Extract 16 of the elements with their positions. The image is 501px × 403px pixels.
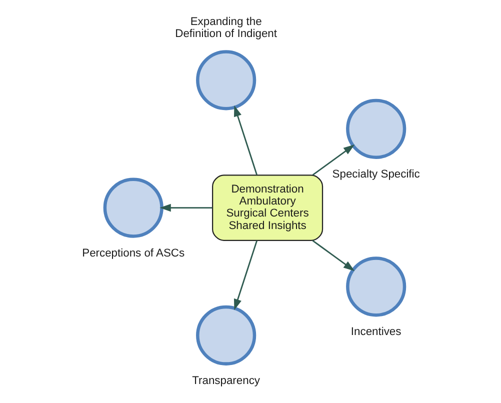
node-circle xyxy=(196,50,256,110)
node-label: Transparency xyxy=(192,374,260,387)
node-circle xyxy=(196,305,256,366)
arrow xyxy=(312,240,354,272)
node-circle xyxy=(346,256,406,317)
arrow xyxy=(233,240,258,310)
node-box: Demonstration Ambulatory Surgical Centers Shared Insights xyxy=(212,174,323,241)
node-circle xyxy=(346,98,406,159)
node-circle xyxy=(102,178,163,238)
node-label: Perceptions of ASCs xyxy=(82,247,184,260)
arrow xyxy=(233,105,258,176)
node-label: Incentives xyxy=(350,326,401,338)
arrow xyxy=(159,204,212,212)
node-label: Specialty Specific xyxy=(332,168,420,180)
arrow xyxy=(312,144,354,176)
node-label: Expanding the Definition of Indigent xyxy=(174,16,277,40)
